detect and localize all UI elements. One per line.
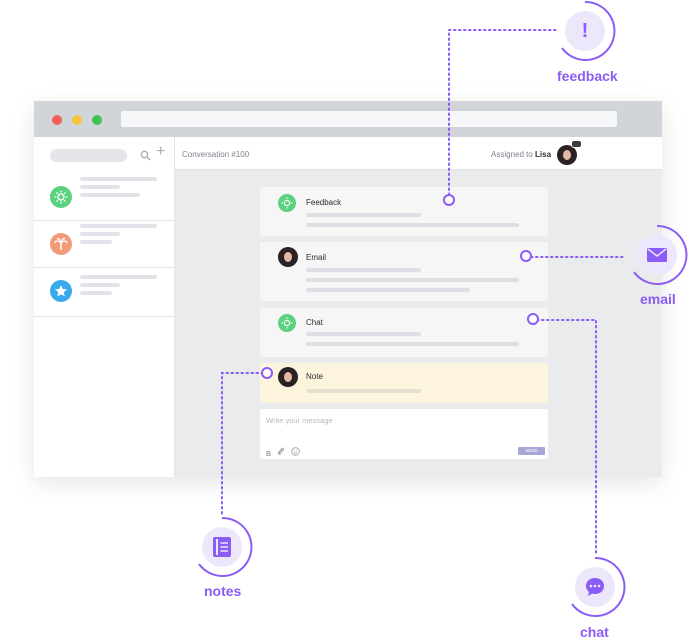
sidebar-search-input[interactable] — [50, 149, 127, 162]
composer-input[interactable]: Write your message — [266, 416, 333, 425]
placeholder-line — [80, 224, 157, 228]
notebook-icon — [202, 527, 242, 567]
smile-icon[interactable] — [290, 447, 300, 458]
app-window: + Conversation — [34, 101, 662, 477]
notes-node — [261, 367, 273, 379]
placeholder-line — [80, 283, 120, 287]
placeholder-line — [80, 177, 157, 181]
placeholder-line — [306, 278, 519, 282]
minimize-window-button[interactable] — [72, 115, 82, 125]
conversation-title: Conversation #100 — [182, 150, 250, 159]
placeholder-line — [306, 268, 421, 272]
message-label: Note — [306, 372, 323, 381]
feedback-connector — [448, 29, 557, 196]
close-window-button[interactable] — [52, 115, 62, 125]
conversation-header: Conversation #100 Assigned to Lisa — [175, 137, 662, 170]
paperclip-icon[interactable] — [277, 447, 285, 458]
assignee-name: Lisa — [535, 150, 552, 159]
placeholder-line — [80, 185, 120, 189]
star-icon — [50, 280, 72, 302]
envelope-icon — [637, 235, 677, 275]
assigned-to[interactable]: Assigned to Lisa — [491, 150, 551, 159]
title-bar — [34, 101, 662, 137]
sidebar-item[interactable] — [34, 174, 174, 221]
sun-icon — [278, 314, 296, 332]
notes-connector — [221, 372, 264, 516]
email-label: email — [640, 291, 676, 307]
exclamation-icon: ! — [565, 11, 605, 51]
bold-button[interactable]: B — [266, 451, 272, 458]
address-bar[interactable] — [121, 111, 617, 127]
sidebar-item[interactable] — [34, 268, 174, 317]
placeholder-line — [306, 213, 421, 217]
assigned-prefix: Assigned to — [491, 150, 533, 159]
chat-callout — [564, 556, 626, 618]
status-badge — [571, 140, 582, 148]
feedback-callout: ! — [554, 0, 616, 62]
message-card-feedback[interactable]: Feedback — [260, 187, 548, 236]
sun-icon — [278, 194, 296, 212]
placeholder-line — [306, 389, 421, 393]
notes-callout — [191, 516, 253, 578]
message-card-chat[interactable]: Chat — [260, 308, 548, 357]
message-label: Feedback — [306, 198, 342, 207]
email-node — [520, 250, 532, 262]
message-card-email[interactable]: Email — [260, 242, 548, 301]
avatar — [278, 367, 298, 387]
sun-icon — [50, 186, 72, 208]
message-label: Email — [306, 253, 327, 262]
placeholder-line — [80, 291, 112, 295]
avatar[interactable] — [557, 145, 577, 165]
placeholder-line — [306, 288, 470, 292]
placeholder-line — [306, 332, 421, 336]
palm-tree-icon — [50, 233, 72, 255]
feedback-node — [443, 194, 455, 206]
chat-label: chat — [580, 624, 609, 640]
chat-node — [527, 313, 539, 325]
sidebar-item[interactable] — [34, 221, 174, 268]
placeholder-line — [306, 342, 519, 346]
message-card-note[interactable]: Note — [260, 363, 548, 403]
message-label: Chat — [306, 318, 323, 327]
composer-toolbar: B — [266, 447, 300, 458]
avatar — [278, 247, 298, 267]
email-callout — [626, 224, 688, 286]
chat-bubble-icon — [575, 567, 615, 607]
placeholder-line — [80, 240, 112, 244]
placeholder-line — [80, 193, 140, 197]
send-button[interactable]: SEND — [518, 447, 545, 455]
placeholder-line — [306, 223, 519, 227]
placeholder-line — [80, 232, 120, 236]
placeholder-line — [80, 275, 157, 279]
chat-connector — [536, 319, 597, 557]
plus-icon[interactable]: + — [156, 143, 166, 160]
sidebar: + — [34, 137, 175, 477]
message-composer[interactable]: Write your message B SEND — [260, 409, 548, 459]
search-icon[interactable] — [140, 148, 151, 166]
notes-label: notes — [204, 583, 242, 599]
feedback-label: feedback — [557, 68, 618, 84]
maximize-window-button[interactable] — [92, 115, 102, 125]
